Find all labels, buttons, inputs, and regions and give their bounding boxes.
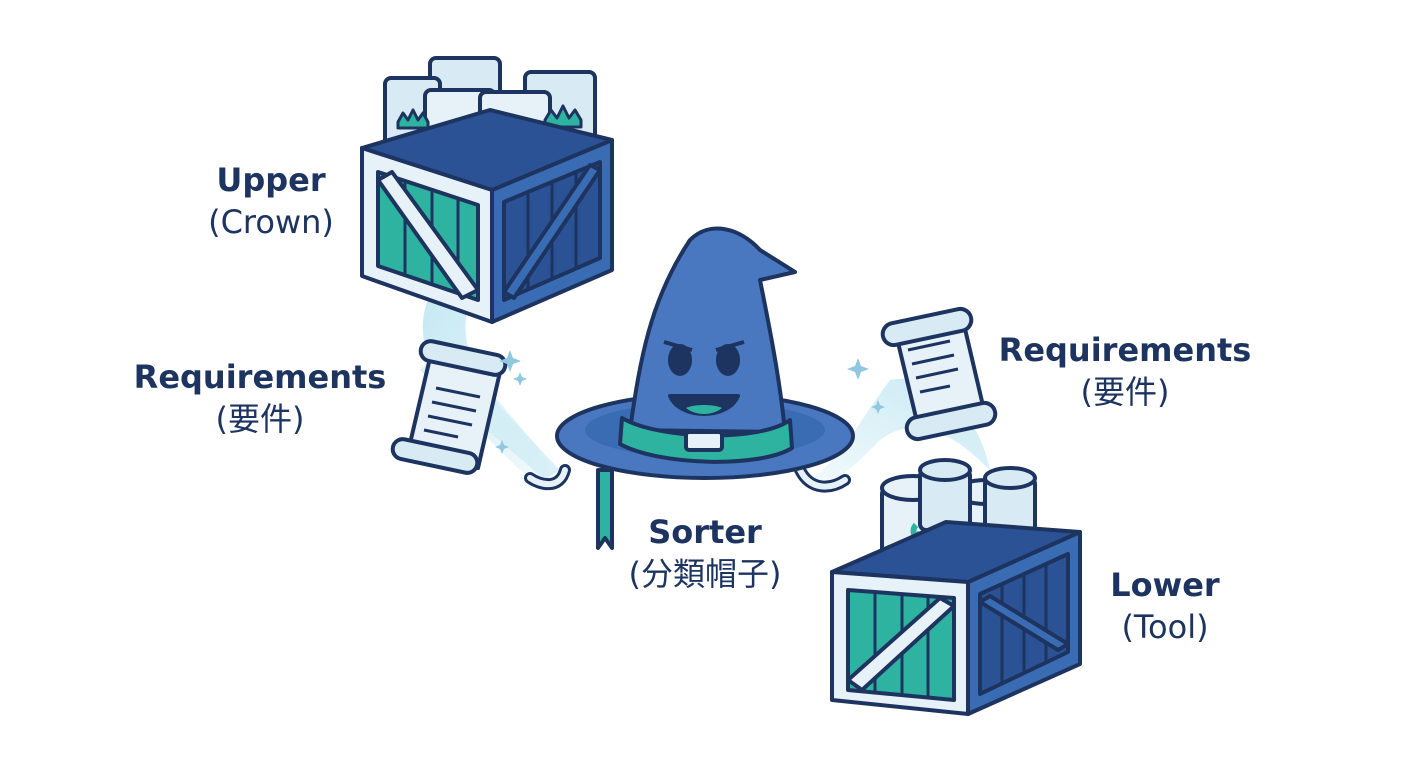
requirements-scroll-left: [390, 339, 508, 475]
sorter-line1: Sorter: [648, 513, 762, 551]
requirements-left-line1: Requirements: [133, 358, 387, 396]
upper-crate: [360, 56, 614, 324]
lower-label-line2: (Tool): [1121, 607, 1209, 646]
lower-crate: [830, 458, 1082, 716]
requirements-right-line1: Requirements: [998, 331, 1252, 369]
sorter-label: Sorter (分類帽子): [600, 512, 810, 595]
upper-label-line1: Upper: [216, 161, 326, 199]
sorting-hat: [524, 226, 855, 550]
lower-label-line1: Lower: [1110, 566, 1220, 604]
requirements-left-label: Requirements (要件): [120, 357, 400, 440]
requirements-left-line2: (要件): [215, 399, 305, 438]
sorter-line2: (分類帽子): [628, 554, 782, 593]
lower-tool-label: Lower (Tool): [1090, 565, 1240, 648]
requirements-right-label: Requirements (要件): [985, 330, 1265, 413]
requirements-scroll-right: [880, 306, 998, 442]
sparkles: [495, 350, 885, 454]
requirements-right-line2: (要件): [1080, 372, 1170, 411]
upper-label-line2: (Crown): [208, 202, 334, 241]
upper-crown-label: Upper (Crown): [186, 160, 356, 243]
